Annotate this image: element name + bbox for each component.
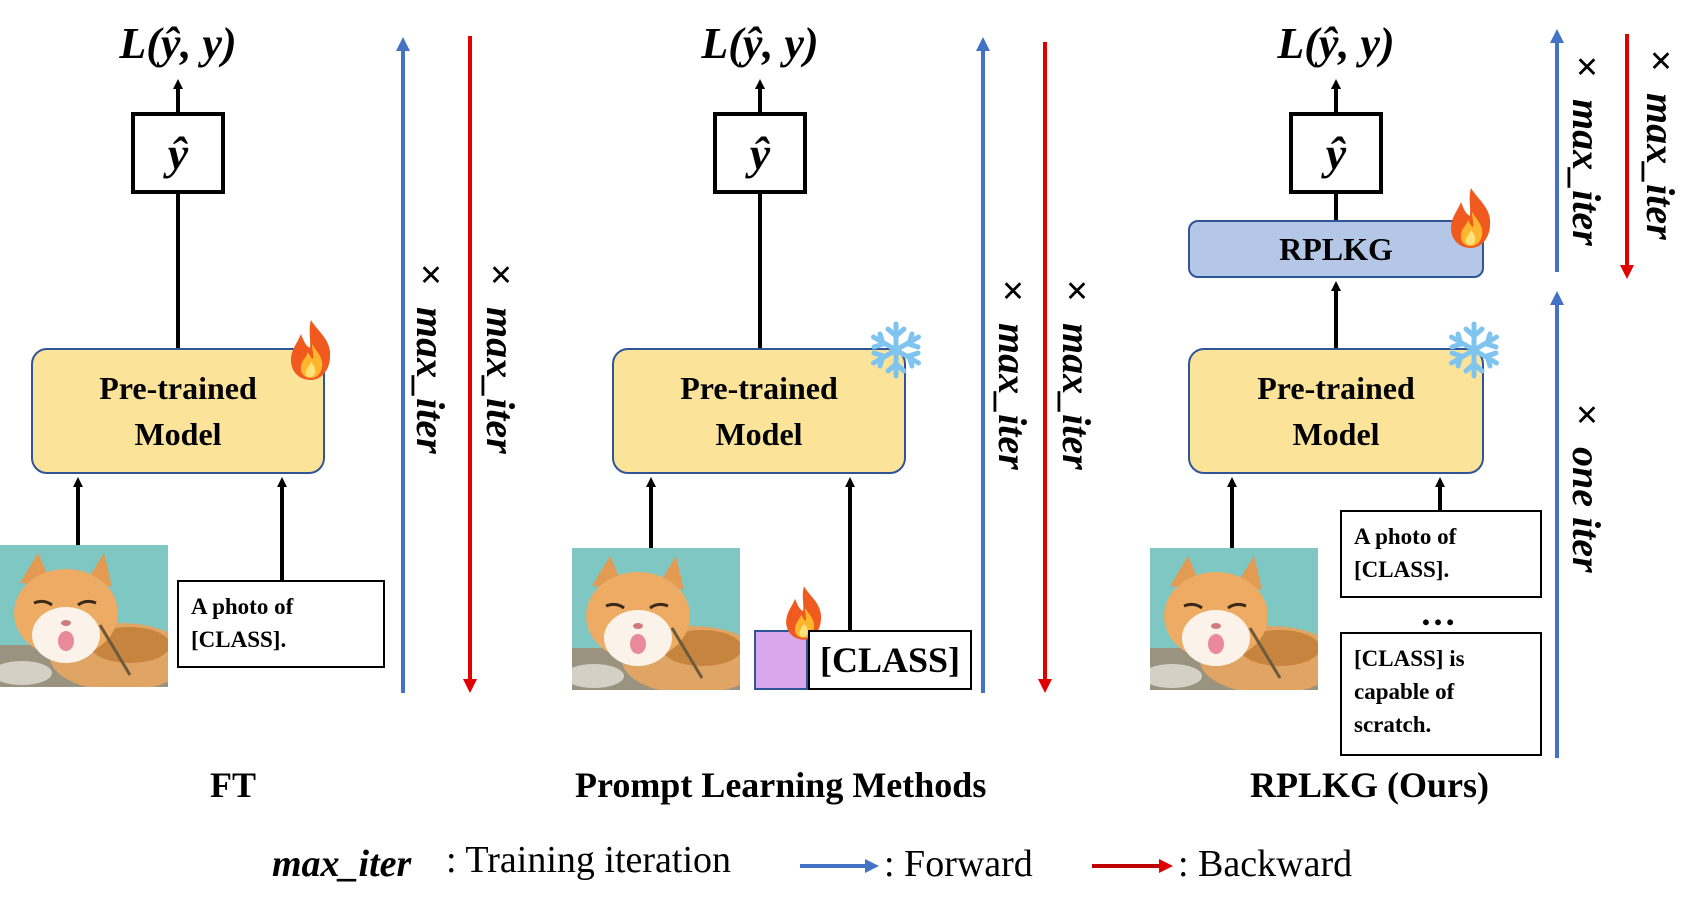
ft-text-line1: A photo of bbox=[191, 594, 294, 619]
prompt-model-line1: Pre-trained bbox=[680, 370, 838, 406]
ft-output-box: ŷ bbox=[131, 112, 225, 194]
rplkg-text1-line1: A photo of bbox=[1354, 524, 1457, 549]
rplkg-bottom-forward-iter-label: × one iter bbox=[1564, 392, 1609, 573]
rplkg-model-line2: Model bbox=[1292, 416, 1380, 452]
ft-forward-iter-label: × max_iter bbox=[408, 252, 453, 454]
ft-caption: FT bbox=[210, 765, 257, 805]
rplkg-model-line1: Pre-trained bbox=[1257, 370, 1415, 406]
ft-pretrained-model-box: Pre-trained Model bbox=[31, 348, 325, 474]
prompt-loss-label: L(ŷ, y) bbox=[701, 19, 819, 68]
class-token-label: [CLASS] bbox=[819, 640, 961, 680]
rplkg-text1-line2: [CLASS]. bbox=[1354, 557, 1450, 582]
prompt-pretrained-model-box: Pre-trained Model bbox=[612, 348, 906, 474]
snowflake-icon bbox=[866, 320, 926, 380]
rplkg-pretrained-model-box: Pre-trained Model bbox=[1188, 348, 1484, 474]
rplkg-top-backward-iter-label: × max_iter bbox=[1638, 38, 1683, 240]
legend-forward-label: : Forward bbox=[884, 843, 1033, 885]
ft-text-line2: [CLASS]. bbox=[191, 627, 287, 652]
prompt-model-line2: Model bbox=[715, 416, 803, 452]
rplkg-cat-image bbox=[1150, 548, 1318, 690]
ft-output-label: ŷ bbox=[167, 127, 189, 179]
rplkg-text2-line2: capable of bbox=[1354, 679, 1455, 704]
rplkg-module-box: RPLKG bbox=[1188, 220, 1484, 278]
rplkg-text-prompt-box-2: [CLASS] is capable of scratch. bbox=[1340, 632, 1542, 756]
fire-icon bbox=[1444, 186, 1498, 250]
legend-backward-label: : Backward bbox=[1178, 843, 1353, 885]
rplkg-text-prompt-box-1: A photo of [CLASS]. bbox=[1340, 510, 1542, 598]
legend-term-description: : Training iteration bbox=[446, 839, 731, 881]
ft-text-prompt-box: A photo of [CLASS]. bbox=[177, 580, 385, 668]
rplkg-top-forward-iter-label: × max_iter bbox=[1564, 44, 1609, 246]
rplkg-module-label: RPLKG bbox=[1279, 230, 1393, 267]
rplkg-loss-label: L(ŷ, y) bbox=[1277, 19, 1395, 68]
fire-icon bbox=[284, 318, 338, 382]
ft-model-line1: Pre-trained bbox=[99, 370, 257, 406]
learnable-prompt-token bbox=[754, 630, 808, 690]
rplkg-text2-line1: [CLASS] is bbox=[1354, 646, 1465, 671]
rplkg-output-label: ŷ bbox=[1325, 127, 1347, 179]
rplkg-text-ellipsis: … bbox=[1420, 593, 1456, 633]
ft-backward-iter-label: × max_iter bbox=[478, 252, 523, 454]
ft-loss-label: L(ŷ, y) bbox=[119, 19, 237, 68]
rplkg-output-box: ŷ bbox=[1289, 112, 1383, 194]
prompt-caption: Prompt Learning Methods bbox=[575, 765, 987, 805]
rplkg-caption: RPLKG (Ours) bbox=[1250, 765, 1489, 805]
fire-icon bbox=[780, 584, 828, 642]
prompt-output-label: ŷ bbox=[749, 127, 771, 179]
ft-model-line2: Model bbox=[134, 416, 222, 452]
prompt-forward-iter-label: × max_iter bbox=[990, 268, 1035, 470]
prompt-backward-iter-label: × max_iter bbox=[1054, 268, 1099, 470]
prompt-output-box: ŷ bbox=[713, 112, 807, 194]
rplkg-text2-line3: scratch. bbox=[1354, 712, 1432, 737]
prompt-cat-image bbox=[572, 548, 740, 690]
class-token-box: [CLASS] bbox=[808, 630, 972, 690]
legend-term: max_iter bbox=[272, 843, 412, 885]
snowflake-icon bbox=[1444, 320, 1504, 380]
ft-cat-image bbox=[0, 545, 168, 687]
